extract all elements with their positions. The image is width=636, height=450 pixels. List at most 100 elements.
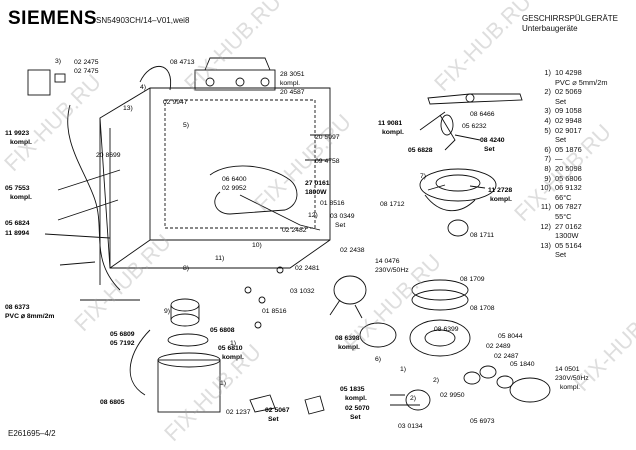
legend-number: 2)	[544, 87, 551, 97]
part-label: 09 4758	[315, 158, 340, 165]
legend-part-number: 02 9948	[555, 115, 582, 125]
legend-row: 5) 02 9017	[538, 126, 608, 136]
part-label: 08 4713	[170, 59, 195, 66]
part-label: 28 3051	[280, 71, 305, 78]
part-label: kompl.	[280, 80, 300, 87]
legend-part-number: Set	[555, 250, 567, 260]
legend-number: 1)	[544, 68, 551, 77]
legend-number: 4)	[544, 115, 551, 125]
legend-row: 6)05 1876	[538, 145, 608, 155]
part-label: 05 7192	[110, 340, 135, 347]
part-label: 230V/50Hz	[555, 375, 589, 382]
part-label: 02 2481	[295, 265, 320, 272]
legend-number: 10)	[540, 183, 551, 193]
part-label: 03 0349	[330, 213, 355, 220]
part-label: Set	[268, 416, 279, 423]
part-label: 02 2475	[74, 59, 99, 66]
callout-number: 2)	[433, 377, 439, 384]
legend-part-number: 20 5098	[555, 163, 582, 173]
category-subtitle: Unterbaugeräte	[522, 24, 578, 33]
part-label: 05 7553	[5, 185, 30, 192]
legend-row: 1300W	[538, 231, 608, 241]
legend-part-number: 02 5069	[555, 87, 582, 97]
legend-number: 6)	[544, 144, 551, 154]
legend-part-number: PVC ⌀ 5mm/2m	[555, 77, 608, 87]
part-label: 11 8994	[5, 230, 29, 237]
callout-number: 11)	[215, 255, 224, 262]
document-id: E261695–4/2	[8, 429, 56, 438]
part-label: 05 1840	[510, 361, 535, 368]
part-label: kompl.	[338, 344, 360, 351]
part-label: kompl.	[382, 129, 404, 136]
legend-row: 9)05 6806	[538, 174, 608, 184]
part-label: 08 6373	[5, 304, 30, 311]
legend-part-number: Set	[555, 96, 567, 106]
part-label: 05 6810	[218, 345, 243, 352]
part-label: 05 6828	[408, 147, 433, 154]
part-label: 05 6973	[470, 418, 495, 425]
part-label: 11 9923	[5, 130, 29, 137]
callout-number: 5)	[183, 122, 189, 129]
brand-logo: SIEMENS	[8, 8, 98, 29]
legend-row: Set	[538, 135, 608, 145]
part-label: 02 9950	[440, 392, 465, 399]
part-label: 02 2489	[486, 343, 511, 350]
callout-number: 6)	[375, 356, 381, 363]
callout-number: 7)	[420, 173, 426, 180]
part-label: 05 6809	[110, 331, 135, 338]
part-label: 02 9947	[163, 99, 188, 106]
part-label: Set	[484, 146, 495, 153]
part-label: 03 1032	[290, 288, 315, 295]
legend-part-number: 27 0162	[555, 221, 582, 231]
part-label: 06 6400	[222, 176, 247, 183]
legend-row: 8)20 5098	[538, 164, 608, 174]
part-label: 20 8699	[96, 152, 121, 159]
part-label: 08 6466	[470, 111, 495, 118]
callout-number: 10)	[252, 242, 262, 249]
legend-row: 13)05 5164	[538, 241, 608, 251]
callout-number: 1)	[400, 366, 406, 373]
part-label: 14 0476	[375, 258, 400, 265]
part-label: 02 2487	[494, 353, 519, 360]
part-labels: 02 2475 02 7475 08 4713 28 3051 kompl. 2…	[5, 58, 589, 430]
part-label: kompl.	[490, 196, 512, 203]
part-label: 08 6805	[100, 399, 125, 406]
legend-number: 3)	[544, 106, 551, 116]
part-label: kompl.	[560, 384, 580, 391]
legend-part-number: 06 9132	[555, 183, 582, 193]
part-label: 08 1708	[470, 305, 495, 312]
part-label: PVC ⌀ 8mm/2m	[5, 313, 54, 320]
part-label: 20 5097	[315, 134, 340, 141]
part-label: 02 5067	[265, 407, 290, 414]
callout-number: 12)	[308, 212, 318, 219]
legend-part-number: 66°C	[555, 192, 572, 202]
legend-row: 4) 02 9948	[538, 116, 608, 126]
legend-part-number: 10 4298	[555, 68, 582, 77]
part-label: kompl.	[10, 139, 32, 146]
legend-row: 66°C	[538, 193, 608, 203]
part-label: 1800W	[305, 189, 327, 196]
part-label: 05 6232	[462, 123, 487, 130]
part-label: 230V/50Hz	[375, 267, 409, 274]
callout-number: 1)	[220, 380, 226, 387]
callout-number: 1)	[230, 340, 236, 347]
legend-number: 7)	[544, 154, 551, 164]
part-label: Set	[350, 414, 361, 421]
part-label: 02 2438	[340, 247, 365, 254]
legend-number: 12)	[540, 221, 551, 231]
legend-number: 5)	[544, 125, 551, 135]
legend-row: 11)06 7827	[538, 202, 608, 212]
part-label: 20 4587	[280, 89, 305, 96]
legend-part-number: 02 9017	[555, 125, 582, 135]
part-label: 08 6398	[335, 335, 360, 342]
part-label: kompl.	[222, 354, 244, 361]
legend-part-number: 1300W	[555, 231, 579, 241]
callout-number: 13)	[123, 105, 133, 112]
part-label: 08 1709	[460, 276, 485, 283]
legend-part-number: Set	[555, 135, 567, 145]
legend-number: 13)	[540, 240, 551, 250]
part-label: 08 4240	[480, 137, 505, 144]
legend-part-number: 06 7827	[555, 202, 582, 212]
callout-number: 4)	[140, 84, 146, 91]
